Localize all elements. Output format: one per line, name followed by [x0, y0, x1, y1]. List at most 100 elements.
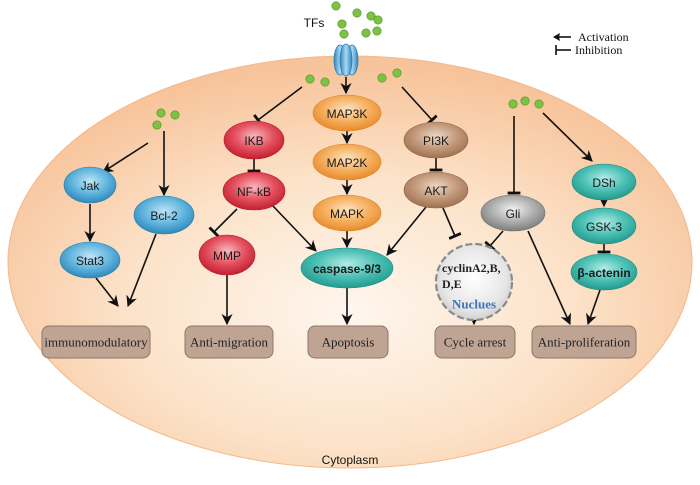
activation-edge-bcatenin-to-antiprolif: [586, 289, 601, 326]
outcome-apoptosis-box: [307, 325, 389, 359]
node-stat3-label: Stat3: [76, 254, 104, 268]
outcome-antiprolif-label: Anti-proliferation: [538, 335, 631, 350]
nucleus-cyclins-line2: D,E: [442, 277, 462, 291]
activation-edge-gli-to-antiprolif: [527, 230, 571, 326]
node-akt-label: AKT: [424, 184, 448, 198]
node-gli: Gli: [480, 194, 546, 232]
outcome-cyclearrest-box: [434, 325, 516, 359]
tf-dots-layer: [152, 1, 544, 130]
node-mmp: MMP: [198, 234, 256, 276]
node-akt-shape: [403, 171, 469, 209]
node-mmp-label: MMP: [213, 249, 241, 263]
node-gsk3-shape: [571, 207, 637, 245]
node-stat3-shape: [59, 241, 121, 279]
inhibition-edge-TFs-to-pi3k: [401, 86, 438, 126]
node-map3k-label: MAP3K: [327, 107, 368, 121]
node-akt: AKT: [403, 171, 469, 209]
tf-ligand-dot: [520, 96, 530, 106]
tf-ligand-dot: [331, 1, 341, 11]
legend-activation-label: Activation: [578, 30, 629, 44]
nucleus-label: Nuclues: [452, 297, 496, 312]
node-caspase-shape: [300, 247, 394, 289]
tfs-label: TFs: [304, 16, 325, 30]
node-dsh: DSh: [571, 163, 637, 201]
node-nfkb-shape: [222, 171, 286, 211]
node-ikb-label: IKB: [244, 134, 263, 148]
node-pi3k: PI3K: [403, 121, 469, 159]
membrane-receptor: [333, 43, 359, 77]
node-nfkb: NF-kB: [222, 171, 286, 211]
node-nfkb-label: NF-kB: [237, 185, 271, 199]
node-gli-shape: [480, 194, 546, 232]
tf-ligand-dot: [373, 15, 383, 25]
nucleus: cyclinA2,B, D,E Nuclues: [434, 242, 514, 322]
node-pi3k-label: PI3K: [423, 134, 449, 148]
node-dsh-shape: [571, 163, 637, 201]
outcome-antiprolif: Anti-proliferation: [531, 325, 637, 359]
outcome-cyclearrest-label: Cycle arrest: [444, 335, 507, 350]
tf-ligand-dot: [372, 26, 382, 36]
node-dsh-label: DSh: [592, 176, 615, 190]
legend: Activation Inhibition: [553, 30, 629, 57]
tf-ligand-dot: [152, 120, 162, 130]
tf-ligand-dot: [361, 28, 371, 38]
node-bcl2: Bcl-2: [133, 195, 195, 235]
tf-ligand-dot: [156, 108, 166, 118]
nucleus-cyclins-line1: cyclinA2,B,: [442, 261, 501, 275]
outcomes-layer: immunomodulatory Anti-migration Apoptosis C…: [41, 325, 637, 359]
node-jak-label: Jak: [81, 179, 101, 193]
node-pi3k-shape: [403, 121, 469, 159]
tf-ligand-dot: [392, 68, 402, 78]
node-map2k-label: MAP2K: [327, 156, 368, 170]
tf-ligand-dot: [377, 73, 387, 83]
tf-ligand-dot: [508, 99, 518, 109]
outcome-antimig-label: Anti-migration: [190, 335, 268, 350]
node-bcatenin-label: β-actenin: [577, 266, 630, 280]
node-jak: Jak: [63, 166, 117, 204]
edges-layer: [84, 77, 611, 326]
activation-edge-stat3-to-immuno: [95, 277, 119, 307]
node-gsk3-label: GSK-3: [586, 220, 622, 234]
inhibit-bar-icon: [555, 45, 571, 55]
outcome-antimig-box: [184, 325, 274, 359]
activation-edge-TFs-to-dsh: [542, 112, 593, 162]
outcome-antiprolif-box: [531, 325, 637, 359]
activation-edge-akt-to-caspase: [386, 206, 427, 256]
node-mapk-label: MAPK: [330, 207, 364, 221]
outcome-immuno-box: [41, 325, 151, 359]
tf-ligand-dot: [305, 74, 315, 84]
tf-ligand-dot: [337, 19, 347, 29]
node-map3k-shape: [312, 94, 382, 132]
node-map3k: MAP3K: [312, 94, 382, 132]
tf-ligand-dot: [320, 77, 330, 87]
node-mapk: MAPK: [312, 194, 382, 232]
node-map2k: MAP2K: [312, 143, 382, 181]
node-jak-shape: [63, 166, 117, 204]
inhibition-edge-nfkb-to-mmp: [208, 208, 238, 238]
inhibition-edge-TFs-to-ikb: [253, 86, 303, 126]
node-caspase: caspase-9/3: [300, 247, 394, 289]
outcome-apoptosis: Apoptosis: [307, 325, 389, 359]
activation-edge-TFs-to-jak: [102, 142, 149, 173]
outcome-immuno-label: immunomodulatory: [44, 335, 148, 350]
node-gli-label: Gli: [506, 207, 521, 221]
node-ikb: IKB: [223, 120, 285, 160]
legend-inhibition-label: Inhibition: [575, 43, 622, 57]
node-mapk-shape: [312, 194, 382, 232]
outcome-cyclearrest: Cycle arrest: [434, 325, 516, 359]
outcome-apoptosis-label: Apoptosis: [322, 335, 375, 350]
node-ikb-shape: [223, 120, 285, 160]
tf-ligand-dot: [339, 29, 349, 39]
node-gsk3: GSK-3: [571, 207, 637, 245]
outcome-immuno: immunomodulatory: [41, 325, 151, 359]
activation-edge-nfkb-to-caspase: [272, 205, 317, 252]
node-bcatenin-shape: [570, 253, 638, 291]
node-bcatenin: β-actenin: [570, 253, 638, 291]
node-stat3: Stat3: [59, 241, 121, 279]
activation-edge-bcl2-to-immuno: [126, 233, 157, 308]
tf-ligand-dot: [352, 8, 362, 18]
node-bcl2-shape: [133, 195, 195, 235]
node-bcl2-label: Bcl-2: [150, 209, 178, 223]
